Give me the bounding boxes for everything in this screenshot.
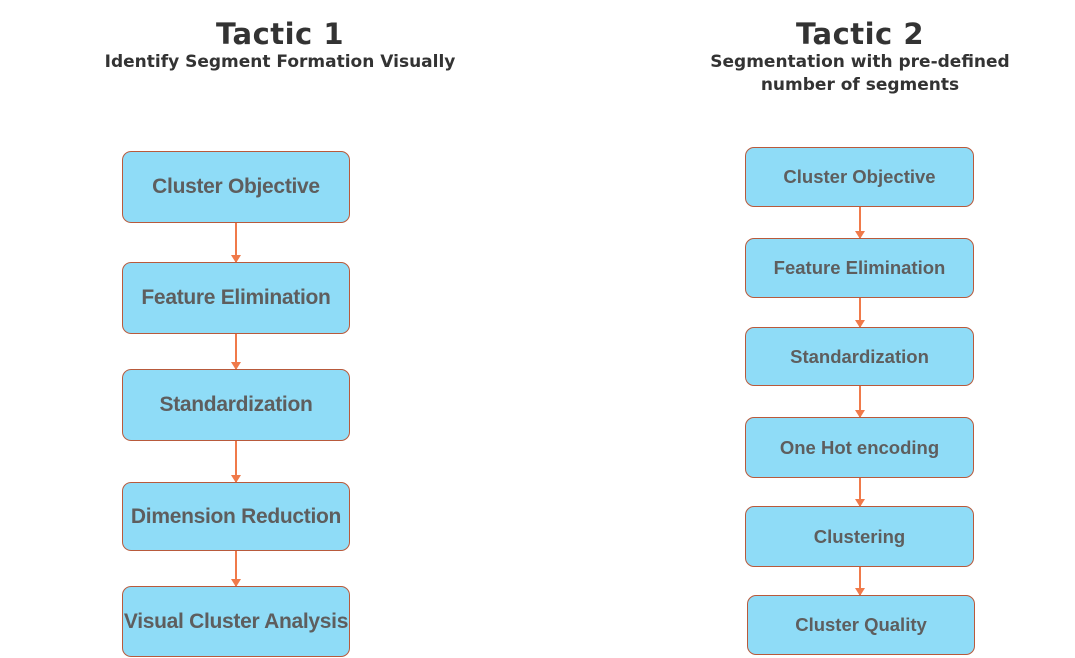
tactic-1-step-standardization: Standardization	[122, 369, 350, 441]
tactic-2-subtitle-line-1: Segmentation with pre-defined	[710, 52, 1010, 72]
tactic-2-step-cluster-quality: Cluster Quality	[747, 595, 975, 655]
tactic-2-arrow-4	[855, 478, 865, 507]
tactic-2-step-feature-elimination: Feature Elimination	[745, 238, 974, 298]
tactic-2-arrow-5	[855, 567, 865, 596]
tactic-2-heading: Tactic 2 Segmentation with pre-defined n…	[600, 17, 1075, 97]
tactic-1-step-cluster-objective: Cluster Objective	[122, 151, 350, 223]
tactic-1-arrow-1	[231, 223, 241, 263]
tactic-1-subtitle: Identify Segment Formation Visually	[104, 52, 456, 72]
tactic-2-subtitle-line-2: number of segments	[760, 75, 960, 95]
tactic-1-arrow-4	[231, 551, 241, 587]
tactic-2-step-clustering: Clustering	[745, 506, 974, 567]
tactic-2-step-cluster-objective: Cluster Objective	[745, 147, 974, 207]
tactic-1-arrow-3	[231, 441, 241, 483]
tactic-2-arrow-2	[855, 298, 865, 328]
tactic-1-title: Tactic 1	[215, 17, 345, 51]
tactic-1-arrow-2	[231, 334, 241, 370]
tactic-2-title: Tactic 2	[795, 17, 925, 51]
tactic-2-step-standardization: Standardization	[745, 327, 974, 386]
tactic-1-step-feature-elimination: Feature Elimination	[122, 262, 350, 334]
tactic-2-arrow-3	[855, 386, 865, 418]
tactic-1-step-dimension-reduction: Dimension Reduction	[122, 482, 350, 551]
tactic-2-step-one-hot-encoding: One Hot encoding	[745, 417, 974, 478]
tactic-1-heading: Tactic 1 Identify Segment Formation Visu…	[20, 17, 540, 74]
tactic-2-arrow-1	[855, 207, 865, 239]
tactic-1-step-visual-cluster-analysis: Visual Cluster Analysis	[122, 586, 350, 657]
